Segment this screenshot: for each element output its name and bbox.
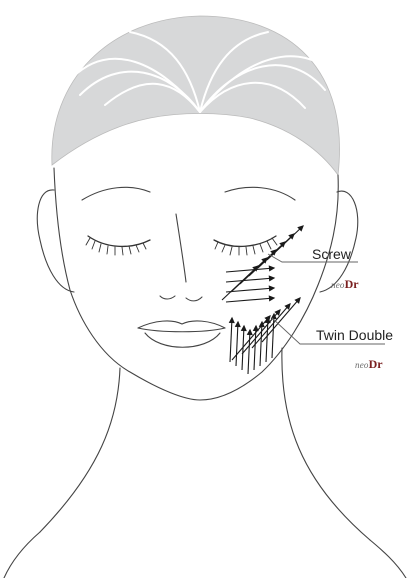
brand-prefix: neo bbox=[355, 360, 369, 370]
mouth bbox=[138, 321, 225, 347]
twin-double-label: Twin Double bbox=[316, 327, 393, 343]
treatment-arrowhead bbox=[269, 276, 274, 280]
treatment-arrow bbox=[252, 304, 290, 348]
treatment-arrow bbox=[226, 278, 274, 282]
treatment-arrow bbox=[248, 330, 250, 374]
brand-prefix: neo bbox=[331, 280, 345, 290]
treatment-arrowhead bbox=[248, 330, 252, 335]
eyebrows bbox=[82, 187, 295, 200]
treatment-arrow bbox=[267, 226, 303, 260]
treatment-arrow bbox=[230, 318, 232, 362]
treatment-arrowhead bbox=[269, 296, 274, 300]
treatment-arrowhead bbox=[269, 266, 274, 270]
treatment-arrow bbox=[226, 298, 274, 302]
brand-suffix: Dr bbox=[345, 277, 359, 291]
face-outline bbox=[4, 168, 406, 578]
treatment-arrow bbox=[272, 314, 274, 358]
screw-label: Screw bbox=[312, 246, 351, 262]
treatment-arrowhead bbox=[236, 322, 240, 327]
treatment-arrowhead bbox=[230, 318, 234, 323]
treatment-arrowhead bbox=[269, 286, 274, 290]
treatment-arrow bbox=[226, 268, 274, 272]
twin-double-brand-logo: neoDr bbox=[355, 356, 383, 372]
treatment-arrow-grid bbox=[222, 226, 303, 374]
treatment-arrow bbox=[260, 322, 262, 366]
treatment-arrowhead bbox=[242, 326, 246, 331]
treatment-arrow bbox=[236, 322, 238, 366]
screw-brand-logo: neoDr bbox=[331, 276, 359, 292]
nose bbox=[160, 214, 202, 301]
hair bbox=[52, 16, 340, 175]
brand-suffix: Dr bbox=[369, 357, 383, 371]
